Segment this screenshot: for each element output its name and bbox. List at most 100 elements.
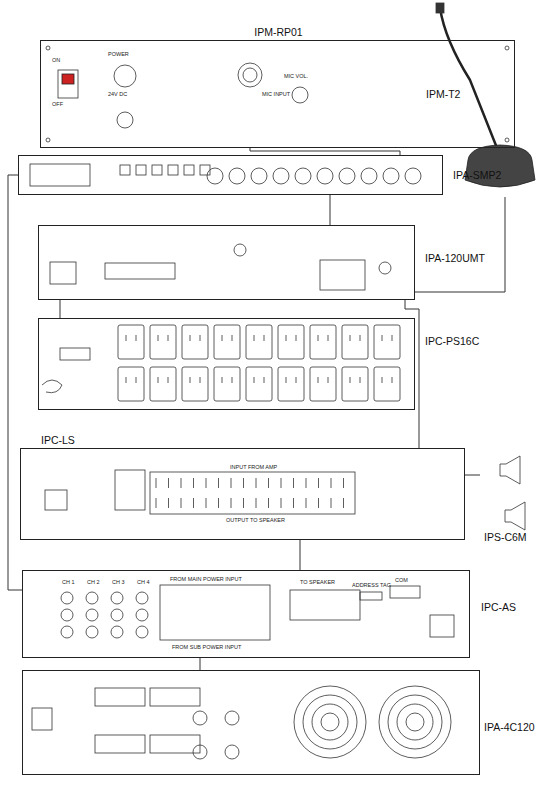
outlet-pins: [190, 335, 200, 341]
cable: [250, 148, 400, 155]
panel-label: INPUT FROM AMP: [230, 465, 277, 471]
outlet: [150, 367, 176, 401]
cable: [330, 195, 331, 225]
terminal-block: [105, 263, 175, 279]
terminal: [318, 478, 319, 508]
outlet-pins: [254, 377, 264, 383]
outlet: [118, 325, 144, 359]
unit-name: IPM-RP01: [254, 26, 302, 38]
outlet-pins: [286, 377, 296, 383]
outlet: [278, 325, 304, 359]
line-input: [168, 165, 178, 175]
equipment-unit: IPC-LS: [20, 448, 465, 540]
din-socket: [238, 63, 262, 87]
panel-label: COM: [395, 578, 408, 584]
outlet: [214, 325, 240, 359]
equipment-unit: IPS-C6M: [480, 455, 535, 547]
rca-socket: [86, 626, 98, 638]
outlet: [374, 325, 400, 359]
terminal-block: [95, 735, 145, 753]
speaker-terminals: [290, 590, 360, 620]
fan-grille: [303, 695, 442, 749]
line-input: [136, 165, 146, 175]
outlet: [246, 367, 272, 401]
speaker-symbol: [500, 456, 520, 484]
rca-socket: [61, 626, 73, 638]
xlr-socket: [273, 168, 289, 184]
terminal: [218, 478, 219, 508]
rj45-ports: [390, 586, 420, 598]
xlr-socket: [225, 711, 239, 725]
xlr-socket: [225, 745, 239, 759]
fan-ring: [321, 713, 339, 731]
fan-ring: [312, 704, 348, 740]
panel-label: CH 4: [137, 580, 150, 586]
terminal-block: [115, 470, 145, 510]
rca-socket: [61, 592, 73, 604]
screw: [46, 138, 50, 142]
rca-socket: [111, 626, 123, 638]
outlet-pins: [222, 377, 232, 383]
fan-ring: [397, 704, 433, 740]
unit-name: IPC-LS: [41, 434, 75, 446]
power-terminals: [160, 585, 270, 640]
speaker-symbol: [505, 502, 525, 530]
fan: [379, 686, 451, 758]
mic-head: [436, 3, 444, 13]
equipment-unit: IPA-4C120: [22, 670, 480, 775]
terminal-block: [150, 688, 200, 706]
terminal: [243, 478, 244, 508]
equipment-unit: IPA-120UMT: [38, 225, 415, 300]
panel-label: ADDRESS TAG: [352, 583, 391, 589]
panel-label: 24V DC: [108, 92, 127, 98]
terminal: [256, 478, 257, 508]
xlr-socket: [207, 168, 223, 184]
as-sockets: [61, 592, 148, 638]
fan-ring: [388, 695, 442, 749]
cable: [60, 300, 61, 318]
outlet: [182, 325, 208, 359]
power-inlet: [430, 615, 454, 637]
outlet: [246, 325, 272, 359]
fan: [294, 686, 366, 758]
outlet: [374, 367, 400, 401]
outlet-pins: [126, 335, 136, 341]
xlr-socket: [193, 711, 207, 725]
terminal-strip: [150, 472, 355, 514]
outlet-pins: [222, 335, 232, 341]
unit-name: IPA-4C120: [484, 721, 535, 733]
outlet: [310, 325, 336, 359]
line-input: [184, 165, 194, 175]
terminal: [306, 478, 307, 508]
terminal: [156, 478, 157, 508]
power-switch: [58, 70, 78, 98]
xlr-socket: [383, 168, 399, 184]
panel-label: MIC VOL.: [284, 74, 308, 80]
outlet: [118, 367, 144, 401]
line-input: [120, 165, 130, 175]
panel-label: FROM MAIN POWER INPUT: [170, 577, 242, 583]
xlr-socket: [193, 745, 207, 759]
outlet-pins: [190, 377, 200, 383]
line-input: [200, 165, 210, 175]
outlet: [278, 367, 304, 401]
outlet-pins: [318, 335, 328, 341]
outlet-pins: [286, 335, 296, 341]
smp2-sockets: [30, 164, 421, 186]
xlr-socket: [317, 168, 333, 184]
outlet: [310, 367, 336, 401]
terminal-block: [95, 688, 145, 706]
power-inlet: [50, 262, 76, 284]
fuse: [379, 262, 391, 274]
volume-knob: [292, 87, 308, 103]
panel-label: CH 2: [87, 580, 100, 586]
xlr-socket: [114, 65, 136, 87]
terminal: [343, 478, 344, 508]
equipment-unit: IPA-SMP2: [18, 155, 443, 195]
equipment-unit: IPM-T2: [420, 0, 538, 197]
terminal: [181, 478, 182, 508]
outlet-pins: [350, 377, 360, 383]
outlet-pins: [350, 335, 360, 341]
power-inlet: [45, 490, 67, 510]
